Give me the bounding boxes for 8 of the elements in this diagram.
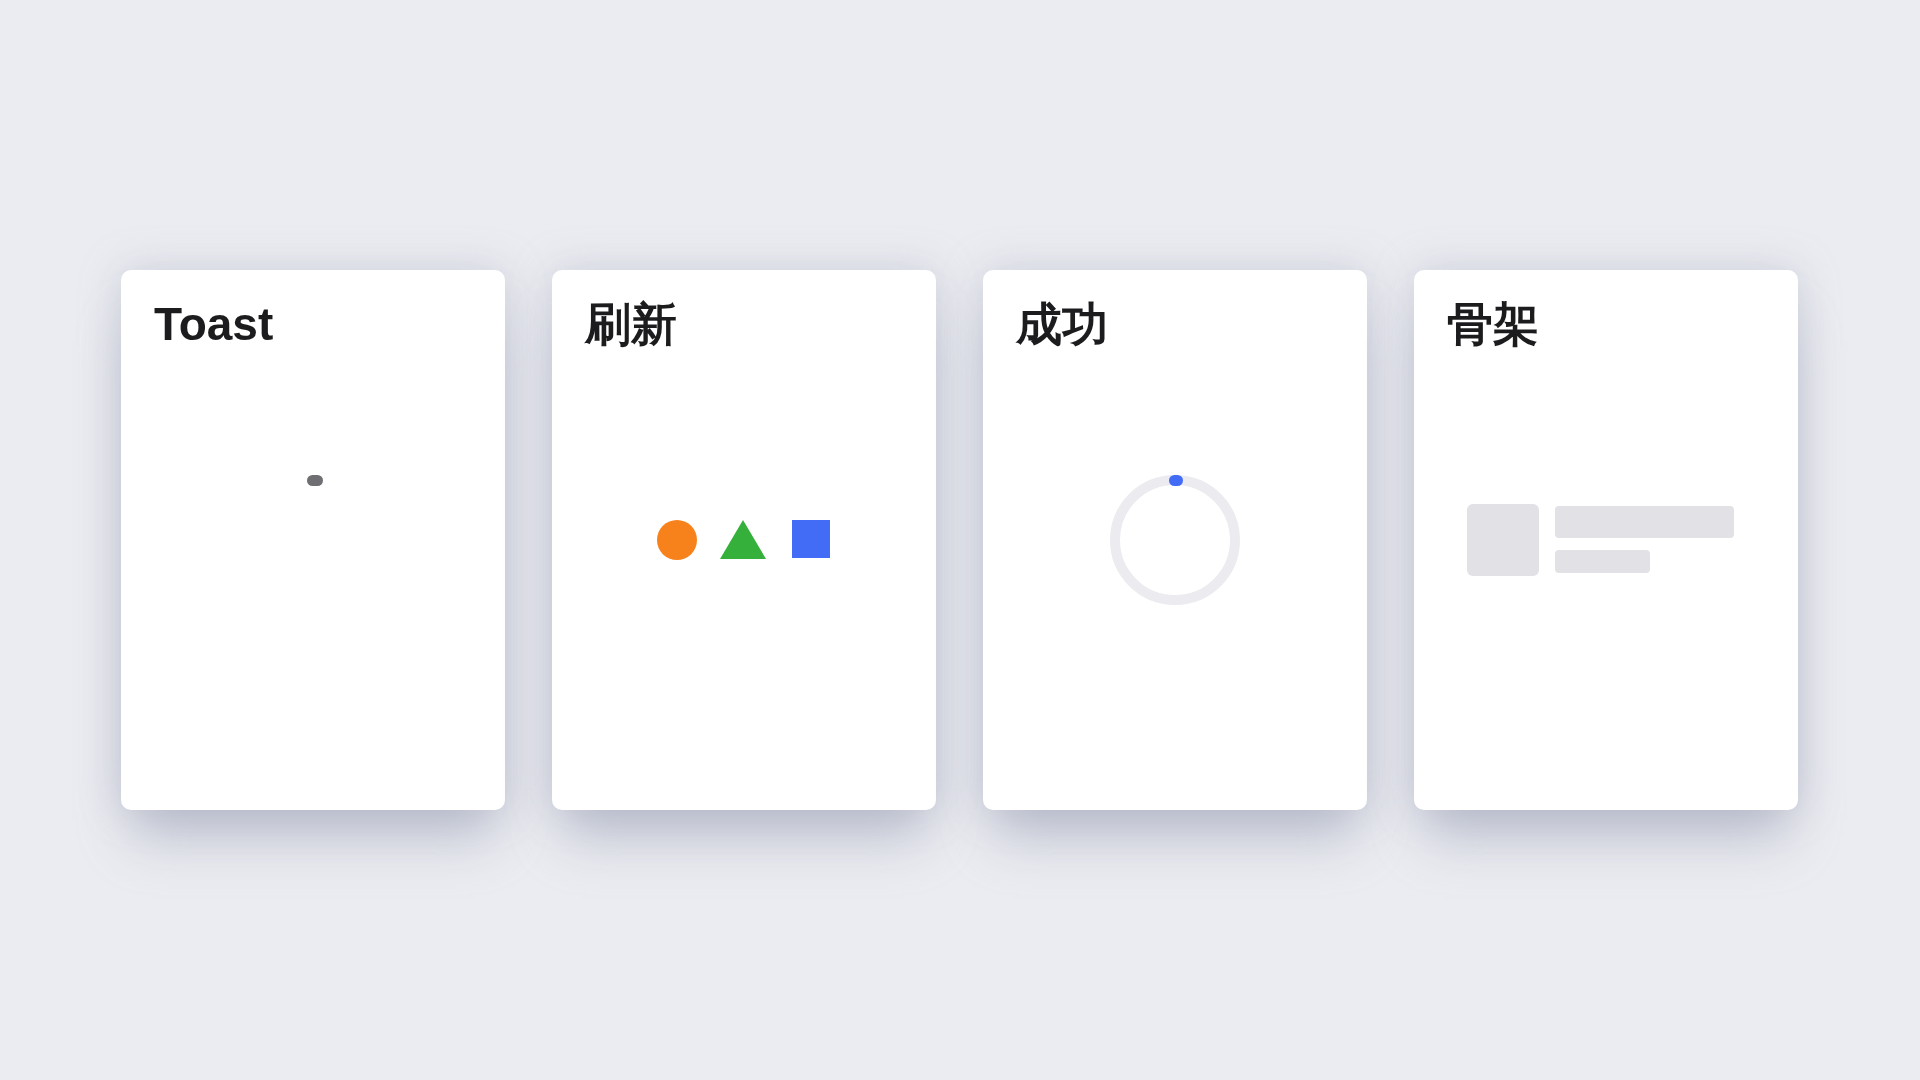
card-title: Toast: [154, 297, 274, 351]
card: [983, 270, 1367, 810]
card-title: 骨架: [1447, 297, 1539, 351]
card-title: 成功: [1016, 297, 1108, 351]
card: [121, 270, 505, 810]
card: [552, 270, 936, 810]
card: [1414, 270, 1798, 810]
card-title: 刷新: [585, 297, 677, 351]
